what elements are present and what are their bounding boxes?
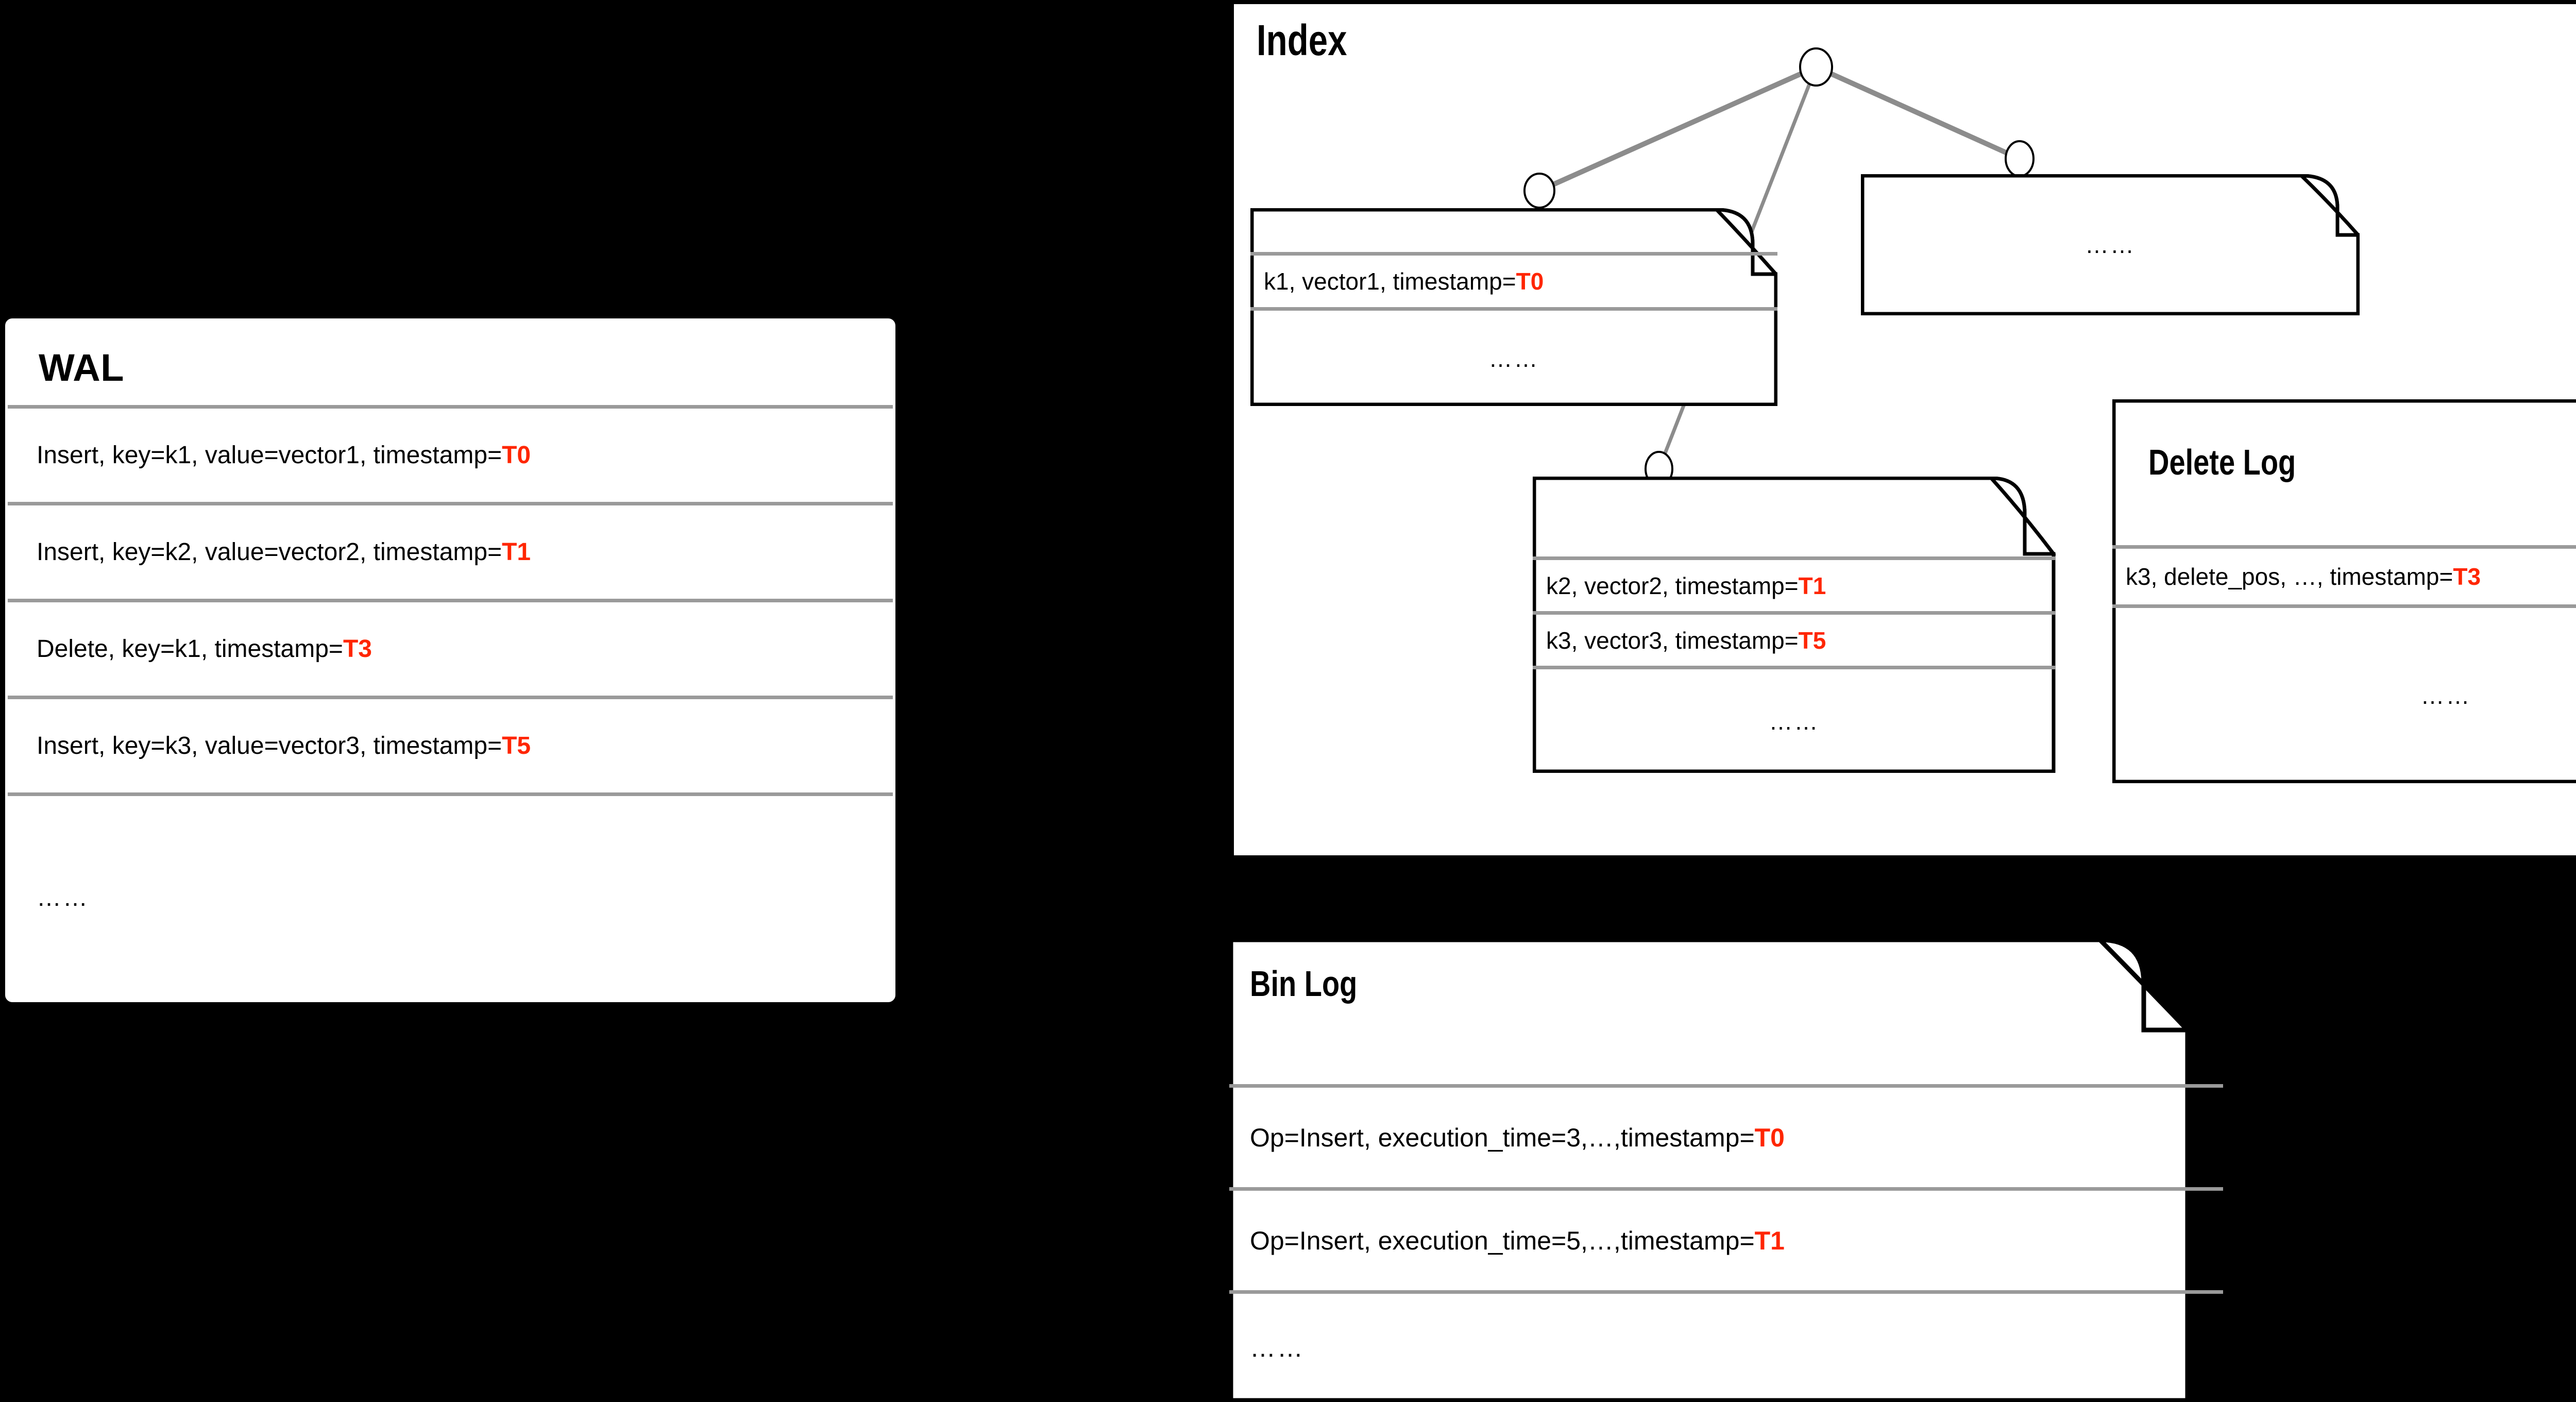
bin-log-row-timestamp: T0 [1754, 1123, 1785, 1152]
bin-log-row-text: …… [1250, 1333, 1304, 1362]
wal-title: WAL [39, 346, 124, 389]
index-leaf-ellipsis[interactable]: …… [1861, 174, 2360, 315]
leaf-row-ellipsis: …… [1250, 307, 1777, 406]
leaf-row-text: k3, vector3, timestamp= [1546, 627, 1799, 654]
page-fold-shape [1861, 174, 2360, 315]
leaf-row: k1, vector1, timestamp=T0 [1250, 252, 1777, 307]
wal-row-text: Insert, key=k3, value=vector3, timestamp… [37, 732, 502, 759]
leaf-row-ellipsis: …… [1533, 666, 2056, 773]
wal-row-timestamp: T5 [502, 732, 531, 759]
left-child-node[interactable] [1523, 173, 1555, 209]
wal-row: Delete, key=k1, timestamp=T3 [8, 599, 893, 696]
bin-log-row: Op=Insert, execution_time=5,…,timestamp=… [1229, 1187, 2223, 1290]
wal-row-timestamp: T0 [502, 442, 531, 469]
page-fold-shape [1533, 477, 2056, 773]
delete-log-title: Delete Log [2148, 442, 2296, 482]
index-title: Index [1257, 16, 1347, 64]
wal-row: Insert, key=k3, value=vector3, timestamp… [8, 696, 893, 792]
delete-log-row-ellipsis: …… [2112, 604, 2576, 783]
bin-log-row-timestamp: T1 [1754, 1226, 1785, 1255]
leaf-row: k2, vector2, timestamp=T1 [1533, 556, 2056, 611]
wal-row-text: …… [37, 884, 89, 911]
right-child-node[interactable] [2005, 140, 2035, 177]
page-fold-shape [1229, 938, 2193, 1402]
wal-row-text: Insert, key=k1, value=vector1, timestamp… [37, 442, 502, 469]
leaf-row-timestamp: T0 [1516, 268, 1544, 295]
wal-row-timestamp: T3 [343, 635, 372, 663]
bin-log-row-ellipsis: …… [1229, 1290, 2223, 1402]
tree-edge-root-left [1538, 64, 1818, 193]
wal-row-text: Insert, key=k2, value=vector2, timestamp… [37, 538, 502, 566]
index-leaf-k2-k3[interactable]: k2, vector2, timestamp=T1 k3, vector3, t… [1533, 477, 2056, 773]
delete-log-row-text: k3, delete_pos, …, timestamp= [2126, 563, 2453, 590]
leaf-row-text: k1, vector1, timestamp= [1264, 268, 1516, 295]
index-panel: Index k1, vector1, timestamp=T0 …… [1234, 4, 2576, 855]
bin-log-row-text: Op=Insert, execution_time=3,…,timestamp= [1250, 1123, 1755, 1152]
leaf-row-text: …… [1769, 707, 1820, 735]
leaf-row-text: k2, vector2, timestamp= [1546, 572, 1799, 599]
root-node[interactable] [1799, 47, 1833, 87]
tree-edge-root-right [1815, 64, 2021, 161]
wal-row: Insert, key=k2, value=vector2, timestamp… [8, 502, 893, 599]
wal-row-text: Delete, key=k1, timestamp= [37, 635, 343, 663]
wal-panel: WAL Insert, key=k1, value=vector1, times… [5, 318, 895, 1002]
bin-log-panel[interactable]: Bin Log Op=Insert, execution_time=3,…,ti… [1229, 938, 2223, 1402]
wal-row: Insert, key=k1, value=vector1, timestamp… [8, 405, 893, 502]
bin-log-title: Bin Log [1250, 964, 1358, 1004]
bin-log-row: Op=Insert, execution_time=3,…,timestamp=… [1229, 1084, 2223, 1187]
wal-row-ellipsis: …… [8, 792, 893, 1000]
leaf-row-timestamp: T1 [1798, 572, 1826, 599]
page-fold-shape [2112, 399, 2576, 783]
leaf-row-timestamp: T5 [1798, 627, 1826, 654]
delete-log-panel[interactable]: Delete Log k3, delete_pos, …, timestamp=… [2112, 399, 2576, 783]
delete-log-row-timestamp: T3 [2453, 563, 2481, 590]
delete-log-row-text: …… [2420, 682, 2471, 709]
wal-row-timestamp: T1 [502, 538, 531, 566]
leaf-row-text: …… [1488, 345, 1539, 372]
leaf-row-text: …… [2085, 231, 2136, 258]
index-leaf-k1[interactable]: k1, vector1, timestamp=T0 …… [1250, 208, 1777, 406]
leaf-row: k3, vector3, timestamp=T5 [1533, 611, 2056, 666]
bin-log-row-text: Op=Insert, execution_time=5,…,timestamp= [1250, 1226, 1755, 1255]
delete-log-row: k3, delete_pos, …, timestamp=T3 [2112, 545, 2576, 604]
